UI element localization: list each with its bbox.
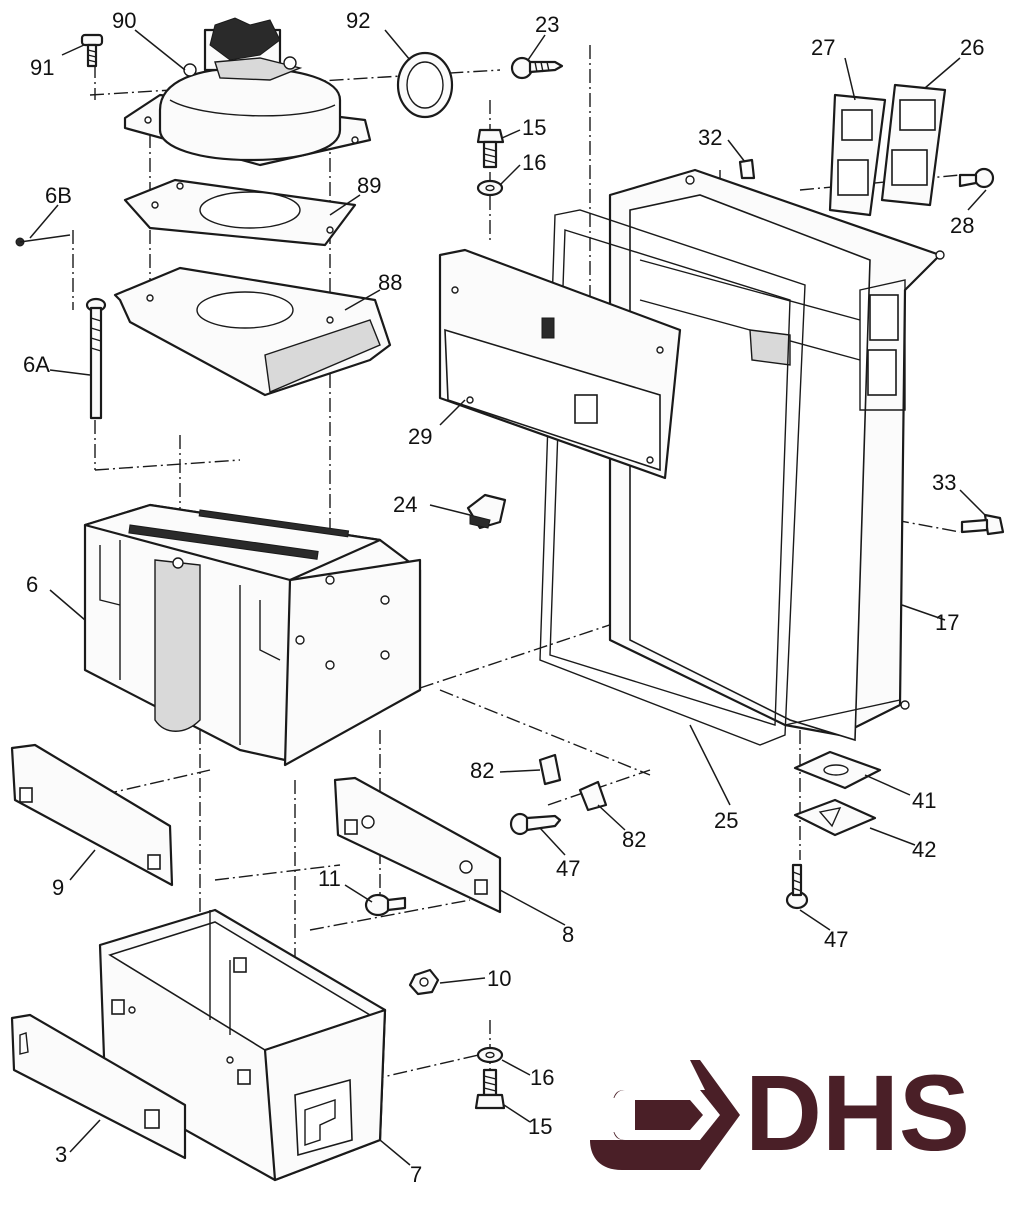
label-89: 89 [357, 173, 381, 198]
dhs-logo: DHS [590, 1052, 970, 1173]
label-15-bottom: 15 [528, 1114, 552, 1139]
gasket-part-27 [828, 93, 887, 217]
dhs-logo-text: DHS [745, 1052, 970, 1173]
label-82-top: 82 [470, 758, 494, 783]
fan-assembly-part [123, 17, 372, 167]
label-92: 92 [346, 8, 370, 33]
leader-lines [29, 29, 987, 1166]
label-7: 7 [410, 1162, 422, 1187]
screw-part-23 [510, 56, 564, 80]
screw-part-47-left [509, 812, 562, 836]
label-16-top: 16 [522, 150, 546, 175]
clip-part-32 [738, 158, 756, 180]
label-25: 25 [714, 808, 738, 833]
side-plate-part-9 [10, 743, 174, 887]
clip-part-82-bottom [578, 780, 608, 812]
label-24: 24 [393, 492, 417, 517]
label-32: 32 [698, 125, 722, 150]
label-17: 17 [935, 610, 959, 635]
label-88: 88 [378, 270, 402, 295]
label-6A: 6A [23, 352, 50, 377]
pin-part-6B [15, 234, 71, 247]
label-29: 29 [408, 424, 432, 449]
label-15-top: 15 [522, 115, 546, 140]
door-frame-seal-part [539, 209, 806, 746]
label-8: 8 [562, 922, 574, 947]
gasket-plate-part [123, 178, 357, 247]
screw-part-91 [80, 33, 104, 68]
label-3: 3 [55, 1142, 67, 1167]
flue-slots [128, 509, 350, 560]
long-bolt-part-6A [85, 297, 107, 420]
bolt-part-15-bottom [474, 1068, 506, 1110]
dhs-logo-arrow-mark [590, 1060, 740, 1170]
part-labels: 90 92 23 27 26 91 15 16 32 6B 89 28 88 6… [23, 8, 984, 1187]
label-33: 33 [932, 470, 956, 495]
label-42: 42 [912, 837, 936, 862]
label-28: 28 [950, 213, 974, 238]
side-plate-part-8 [333, 776, 502, 914]
label-16-bottom: 16 [530, 1065, 554, 1090]
label-90: 90 [112, 8, 136, 33]
label-47-left: 47 [556, 856, 580, 881]
ring-gasket-part [396, 51, 454, 119]
label-82-bottom: 82 [622, 827, 646, 852]
label-6B: 6B [45, 183, 72, 208]
base-box-part [98, 908, 387, 1182]
screw-part-47-right [785, 863, 809, 910]
label-6: 6 [26, 572, 38, 597]
nut-part-10 [408, 968, 440, 996]
bolt-part-15-top [476, 128, 505, 169]
washer-part-16-top [476, 179, 504, 197]
casing-part [608, 168, 945, 742]
plate-part-42 [793, 798, 877, 837]
label-9: 9 [52, 875, 64, 900]
gasket-part-26 [880, 83, 947, 207]
label-91: 91 [30, 55, 54, 80]
bolt-part-33 [960, 513, 1005, 536]
screw-part-28 [958, 167, 995, 189]
washer-part-16-bottom [476, 1046, 504, 1064]
label-41: 41 [912, 788, 936, 813]
label-47-right: 47 [824, 927, 848, 952]
heat-exchanger-part [83, 503, 422, 767]
plate-part-41 [793, 750, 882, 790]
label-11: 11 [318, 866, 341, 891]
front-plate-part-3 [10, 1013, 187, 1160]
clip-part-82-top [538, 753, 562, 786]
label-23: 23 [535, 12, 559, 37]
bracket-part-24 [466, 493, 507, 530]
front-panel-part [438, 248, 682, 480]
screw-part-11 [364, 893, 407, 917]
label-27: 27 [811, 35, 835, 60]
label-26: 26 [960, 35, 984, 60]
label-10: 10 [487, 966, 511, 991]
baffle-part [113, 266, 392, 397]
